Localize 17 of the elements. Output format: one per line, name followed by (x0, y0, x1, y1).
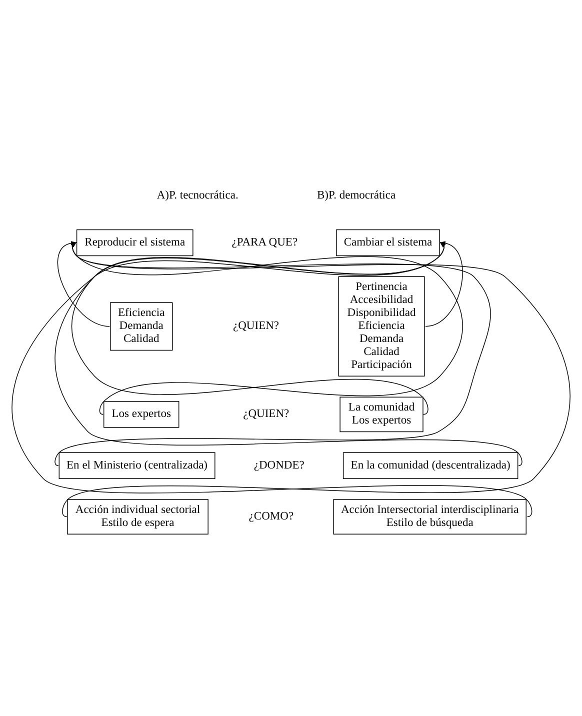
node-box: Pertinencia Accesibilidad Disponibilidad Eficiencia Demanda Calidad Participación (338, 276, 425, 376)
label: ¿COMO? (248, 510, 294, 522)
node-box: La comunidad Los expertos (340, 396, 424, 432)
node-box: En el Ministerio (centralizada) (58, 452, 216, 478)
node-box: Eficiencia Demanda Calidad (110, 302, 173, 350)
node-box: Cambiar el sistema (336, 228, 440, 256)
node-box: Los expertos (104, 400, 180, 428)
label: A)P. tecnocrática. (156, 189, 238, 202)
node-box: Acción individual sectorial Estilo de espera (67, 498, 208, 534)
node-box: Acción Intersectorial interdisciplinaria Estilo de búsqueda (333, 498, 526, 534)
label: B)P. democrática (316, 189, 396, 202)
node-box: Reproducir el sistema (76, 228, 194, 256)
node-box: En la comunidad (descentralizada) (342, 452, 518, 478)
label: ¿QUIEN? (233, 320, 280, 332)
label: ¿QUIEN? (243, 408, 290, 420)
label: ¿DONDE? (254, 458, 304, 471)
label: ¿PARA QUE? (232, 236, 298, 248)
